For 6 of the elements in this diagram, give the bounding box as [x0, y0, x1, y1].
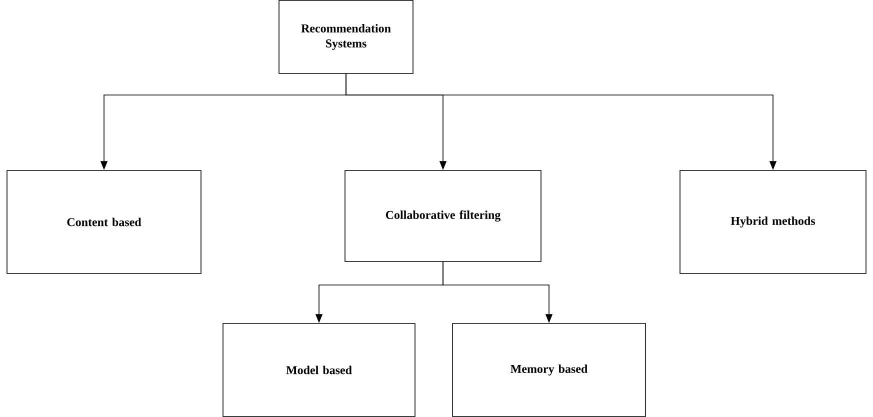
process-box: Collaborative filtering: [344, 170, 542, 262]
process-box: Content based: [6, 170, 202, 274]
process-box: Memory based: [452, 323, 646, 417]
process-box: Recommendation Systems: [278, 0, 414, 74]
process-box: Hybrid methods: [680, 170, 866, 274]
process-box: Model based: [222, 323, 416, 417]
